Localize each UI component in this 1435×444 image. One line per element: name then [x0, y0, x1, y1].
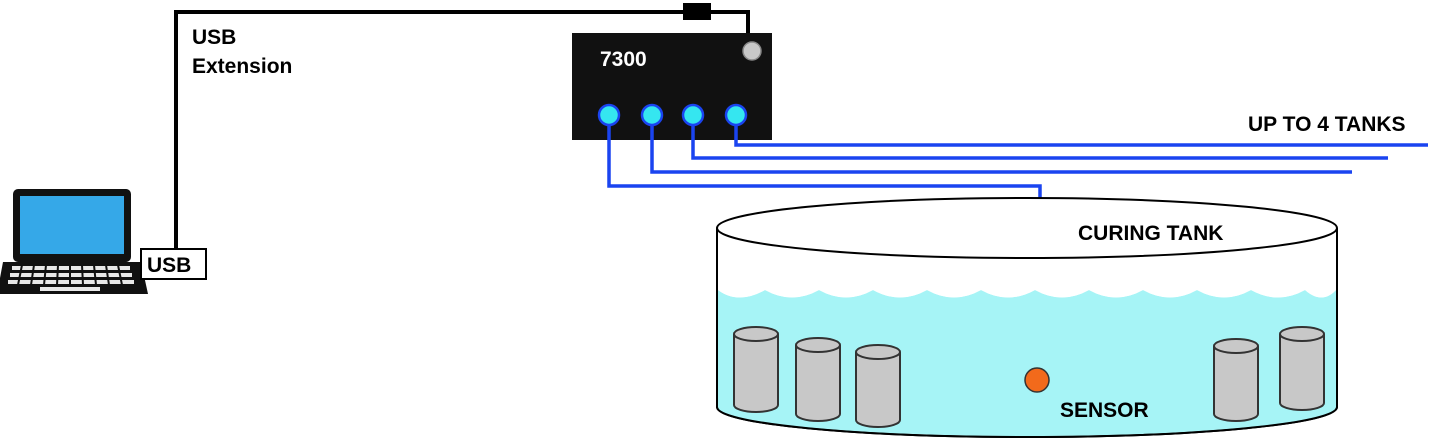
concrete-cylinder-3	[855, 344, 901, 428]
device-model-label: 7300	[600, 48, 647, 71]
up-to-tanks-label: UP TO 4 TANKS	[1248, 113, 1406, 136]
usb-extension-label-line2: Extension	[192, 55, 292, 78]
sensor-cable-2	[650, 118, 1352, 174]
usb-extension-cable	[174, 10, 750, 250]
usb-connector	[683, 3, 711, 20]
curing-tank-label: CURING TANK	[1078, 222, 1223, 245]
usb-socket	[742, 41, 762, 61]
sensor-port-3	[681, 103, 705, 127]
usb-port-label: USB	[147, 254, 191, 277]
laptop-icon	[0, 189, 148, 294]
sensor-cable-4	[734, 118, 1428, 147]
concrete-cylinder-5	[1279, 326, 1325, 411]
usb-port-box	[140, 248, 207, 280]
sensor-port-2	[640, 103, 664, 127]
sensor-port-4	[724, 103, 748, 127]
sensor	[1024, 367, 1050, 393]
concrete-cylinder-4	[1213, 338, 1259, 422]
usb-extension-label-line1: USB	[192, 26, 236, 49]
sensor-port-1	[597, 103, 621, 127]
concrete-cylinder-1	[733, 326, 779, 413]
sensor-label: SENSOR	[1060, 399, 1149, 422]
concrete-cylinder-2	[795, 337, 841, 422]
sensor-cable-3	[691, 118, 1388, 160]
